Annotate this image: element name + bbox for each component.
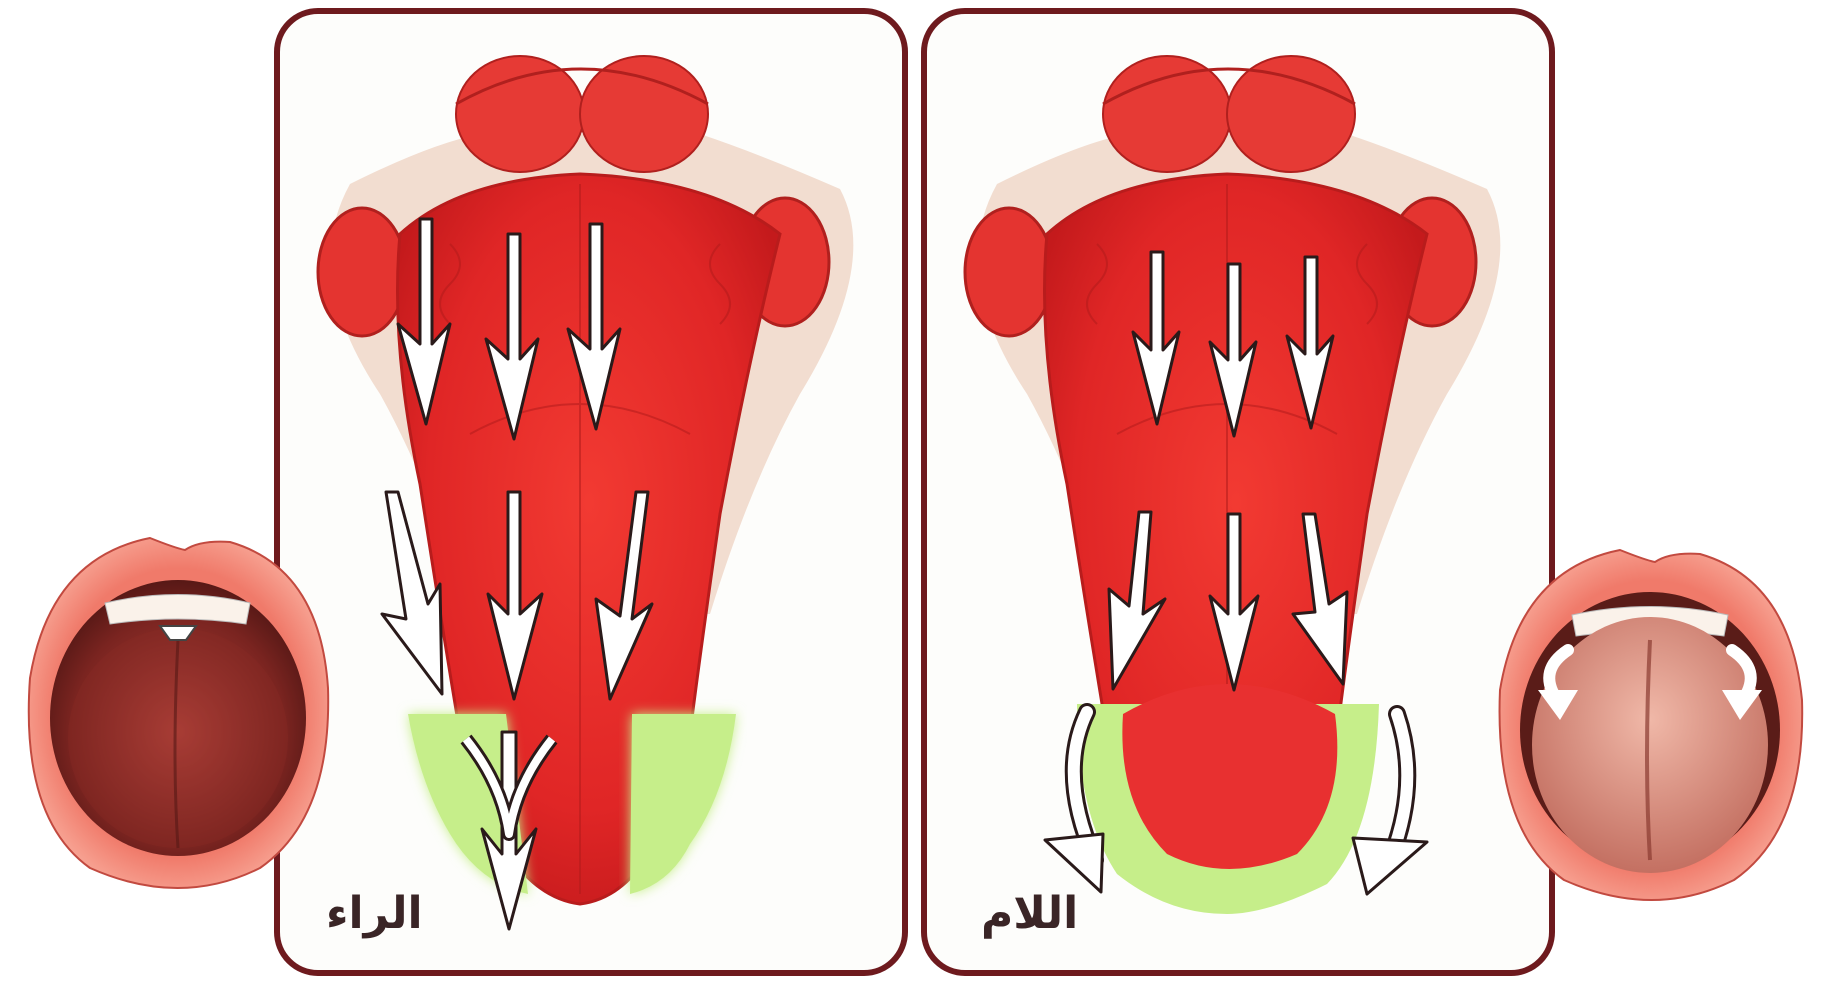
panel-lam: اللام — [921, 8, 1555, 976]
open-mouth-icon — [10, 528, 340, 908]
panel-ra: الراء — [274, 8, 908, 976]
panel-label-ra: الراء — [326, 892, 423, 936]
tongue-illustration — [280, 14, 902, 970]
open-mouth-icon — [1480, 540, 1820, 920]
tongue-illustration — [927, 14, 1549, 970]
panel-label-lam: اللام — [981, 892, 1078, 936]
